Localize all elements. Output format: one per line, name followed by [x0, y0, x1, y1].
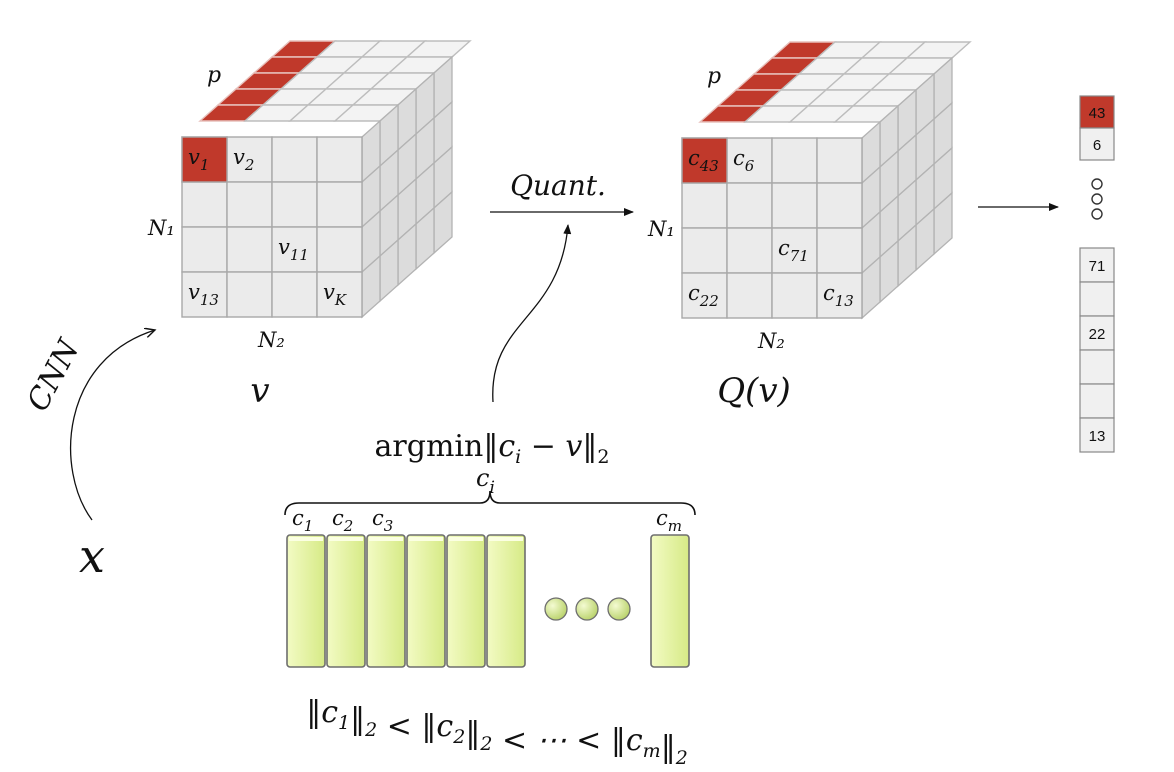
left-feature-tensor: v1 v2 v11 v13 vK pN₁ N₂ — [147, 40, 472, 352]
dim-label-n1: N₁ — [147, 216, 175, 240]
front-cell — [181, 181, 228, 228]
index-vector: 43 6 71 22 13 — [1079, 95, 1115, 453]
highlighted-cell — [681, 137, 728, 184]
front-cell — [726, 272, 773, 319]
front-cell — [226, 226, 273, 273]
highlighted-cell — [181, 136, 228, 183]
norm-ordering-formula: ‖c1‖2 < ‖c2‖2 < ⋯ < ‖cm‖2 — [306, 695, 688, 769]
front-cell — [316, 181, 363, 228]
codeword-column — [406, 534, 446, 668]
index-cell-label: 13 — [1089, 428, 1106, 445]
column-highlight — [329, 537, 363, 541]
index-cell — [1079, 247, 1115, 283]
codeword-column — [446, 534, 486, 668]
codebook: ci c1 c2 c3 cm — [284, 464, 696, 668]
front-cell — [771, 272, 818, 319]
front-cell — [271, 181, 318, 228]
left-tensor-caption: v — [250, 371, 269, 411]
argmin-arrow — [492, 224, 572, 403]
index-cell — [1079, 349, 1115, 385]
dim-label-n2: N₂ — [757, 329, 785, 353]
index-cell — [1079, 315, 1115, 351]
index-cell-label: 43 — [1089, 105, 1106, 122]
brace-label-ci: ci — [476, 464, 495, 498]
cnn-arrow — [69, 330, 155, 521]
codebook-brace — [284, 490, 696, 516]
ellipsis-dot — [1091, 208, 1103, 220]
argmin-formula: argmin‖ci − v‖2 — [375, 429, 610, 468]
cell-label-c22: c22 — [688, 281, 719, 310]
index-cell — [1079, 281, 1115, 317]
quantized-tensor: c43 c6 c71 c22 c13 pN₁ N₂ — [647, 41, 972, 353]
cell-label-v2: v2 — [233, 145, 254, 174]
index-cell — [1079, 383, 1115, 419]
cell-label-v1: v1 — [188, 145, 209, 174]
front-cell — [226, 181, 273, 228]
front-cell — [681, 227, 728, 274]
ellipsis-dot — [1091, 193, 1103, 205]
front-cell — [271, 271, 318, 318]
codeword-column — [486, 534, 526, 668]
depth-label-p: p — [207, 63, 221, 88]
front-cell — [726, 182, 773, 229]
codeword-column-last — [650, 534, 690, 668]
index-cell — [1079, 127, 1115, 161]
column-highlight — [289, 537, 323, 541]
front-cell — [681, 182, 728, 229]
dim-label-n2: N₂ — [257, 328, 285, 352]
front-cell — [316, 271, 363, 318]
dim-label-n1: N₁ — [647, 217, 675, 241]
index-cell — [1079, 417, 1115, 453]
cell-label-c43: c43 — [688, 146, 719, 175]
column-highlight — [369, 537, 403, 541]
front-cell — [816, 137, 863, 184]
front-cell — [226, 271, 273, 318]
front-cell — [726, 227, 773, 274]
cell-label-c71: c71 — [778, 236, 809, 265]
front-cell — [816, 272, 863, 319]
codeword-label-cm: cm — [656, 506, 682, 535]
cell-label-vK: vK — [323, 280, 347, 309]
column-highlight — [449, 537, 483, 541]
front-cell — [816, 182, 863, 229]
right-tensor-caption: Q(v) — [717, 371, 791, 411]
index-cell-label: 22 — [1089, 326, 1106, 343]
front-cell — [771, 137, 818, 184]
cell-label-v11: v11 — [278, 235, 309, 264]
index-cell-label: 6 — [1093, 137, 1101, 154]
codeword-column — [326, 534, 366, 668]
ellipsis-ball — [607, 597, 631, 621]
front-cell — [181, 226, 228, 273]
front-cell — [771, 227, 818, 274]
codeword-column — [286, 534, 326, 668]
front-cell — [316, 136, 363, 183]
front-cell — [271, 136, 318, 183]
ellipsis-ball — [544, 597, 568, 621]
quant-label: Quant. — [510, 169, 606, 202]
cell-label-c13: c13 — [823, 281, 854, 310]
cell-label-c6: c6 — [733, 146, 755, 175]
codeword-label-c2: c2 — [332, 506, 353, 535]
codeword-label-c1: c1 — [292, 506, 313, 535]
codeword-label-c3: c3 — [372, 506, 393, 535]
cell-label-v13: v13 — [188, 280, 219, 309]
column-highlight — [409, 537, 443, 541]
front-cell — [816, 227, 863, 274]
codeword-column — [366, 534, 406, 668]
column-highlight — [489, 537, 523, 541]
front-cell — [771, 182, 818, 229]
ellipsis-ball — [575, 597, 599, 621]
index-cell-label: 71 — [1089, 258, 1106, 275]
depth-label-p: p — [707, 64, 721, 89]
input-label-x: x — [79, 529, 105, 583]
ellipsis-dot — [1091, 178, 1103, 190]
front-cell — [316, 226, 363, 273]
